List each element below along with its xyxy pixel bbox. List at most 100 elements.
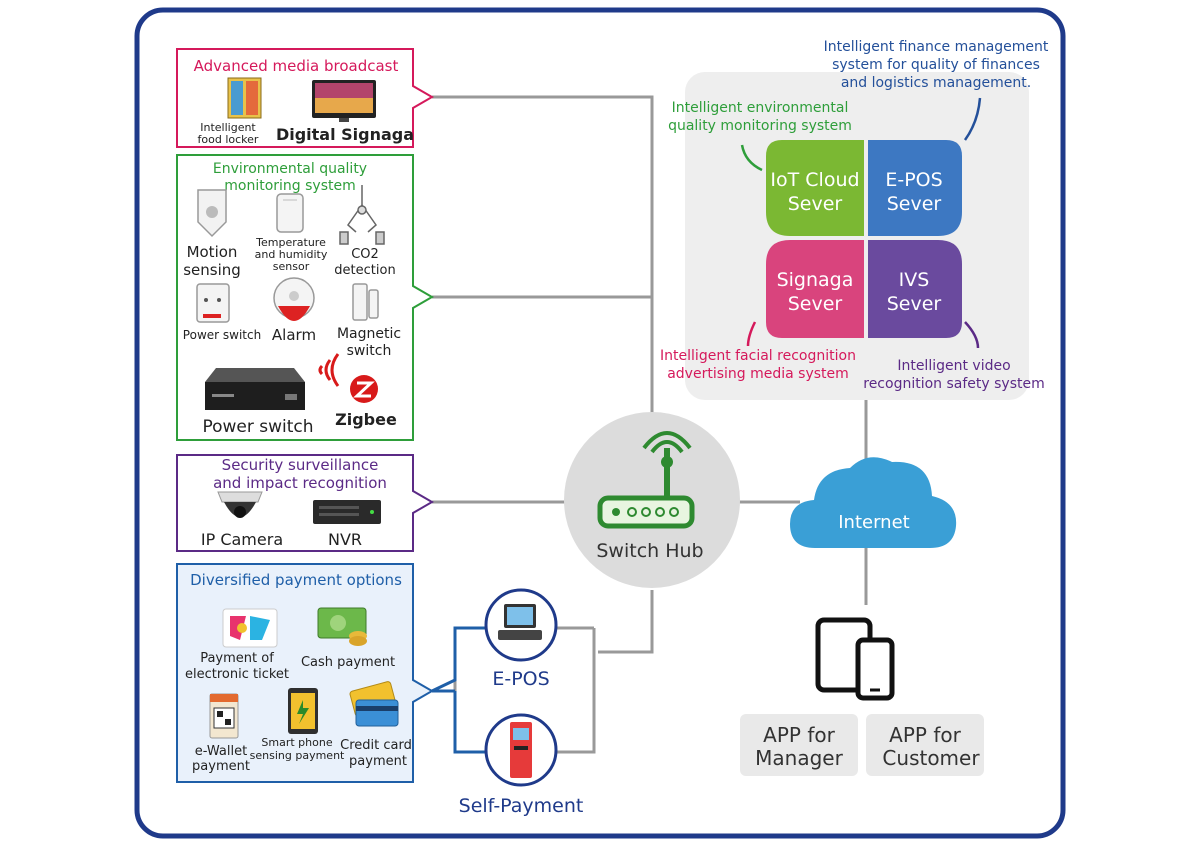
payment-title: Diversified payment options <box>190 571 402 589</box>
cash-label: Cash payment <box>301 655 395 670</box>
food-locker-icon <box>227 77 262 119</box>
food-locker-label-2: food locker <box>198 133 259 146</box>
env-system-text-1: Intelligent environmental <box>672 100 849 116</box>
cash-icon <box>317 607 367 646</box>
epos-server-label-2: Sever <box>887 193 942 215</box>
app-customer-label-2: Customer <box>882 746 980 770</box>
app-customer-label-1: APP for <box>889 723 961 747</box>
ewallet-label-1: e-Wallet <box>195 744 247 759</box>
env-title-1: Environmental quality <box>213 161 367 177</box>
ewallet-icon <box>209 693 239 739</box>
power-switch-big-label: Power switch <box>202 417 313 437</box>
switch-hub: Switch Hub <box>564 412 740 588</box>
finance-pointer <box>963 97 982 141</box>
motion-sensor-icon <box>197 189 227 238</box>
payment-connector <box>431 626 487 754</box>
epos-server: E-POS Sever <box>868 140 962 236</box>
finance-system-text-2: system for quality of finances <box>832 57 1040 73</box>
epos-terminal-label: E-POS <box>492 668 549 690</box>
temp-label-1: Temperature <box>255 236 326 249</box>
zigbee-label: Zigbee <box>335 410 397 429</box>
nvr-label: NVR <box>328 530 362 549</box>
eticket-label-1: Payment of <box>200 651 274 666</box>
facial-pointer <box>746 321 757 347</box>
credit-label-2: payment <box>349 754 407 769</box>
server-cluster: Intelligent finance management system fo… <box>660 39 1049 400</box>
signaga-server-label-2: Sever <box>788 293 843 315</box>
smartphone-payment-icon <box>288 688 318 734</box>
internet-cloud: Internet <box>790 457 957 548</box>
nvr-icon <box>313 500 381 524</box>
iot-server-label-1: IoT Cloud <box>770 169 859 191</box>
video-pointer <box>964 321 980 349</box>
ip-camera-label: IP Camera <box>201 530 283 549</box>
env-panel: Environmental quality monitoring system … <box>176 154 434 441</box>
payment-panel: Diversified payment options Payment of e… <box>176 563 434 783</box>
motion-label-1: Motion <box>187 243 238 261</box>
credit-card-icon <box>349 681 399 727</box>
temp-label-3: sensor <box>273 260 310 273</box>
smartphone-label-1: Smart phone <box>261 736 332 749</box>
ip-camera-icon <box>217 491 263 518</box>
app-manager-label-2: Manager <box>755 746 843 770</box>
router-icon <box>597 431 695 529</box>
eticket-icon <box>222 608 278 648</box>
magnetic-label-2: switch <box>347 343 392 359</box>
self-payment-label: Self-Payment <box>459 795 584 817</box>
iot-cloud-server: IoT Cloud Sever <box>766 140 864 236</box>
connector-lines <box>432 95 868 754</box>
iot-server-label-2: Sever <box>788 193 843 215</box>
security-title-2: and impact recognition <box>213 474 387 492</box>
finance-system-text-3: and logistics management. <box>841 75 1031 91</box>
app-customer-box: APP for Customer <box>866 714 984 776</box>
media-title: Advanced media broadcast <box>194 57 399 75</box>
alarm-icon <box>273 277 315 321</box>
signaga-server-label-1: Signaga <box>777 269 854 291</box>
power-switch-small-icon <box>196 283 230 323</box>
ivs-server-label-2: Sever <box>887 293 942 315</box>
facial-system-text-2: advertising media system <box>667 366 849 382</box>
env-pointer <box>740 144 763 172</box>
internet-label: Internet <box>838 512 909 533</box>
credit-label-1: Credit card <box>340 738 412 753</box>
video-system-text-2: recognition safety system <box>863 376 1045 392</box>
smartphone-label-2: sensing payment <box>250 749 345 762</box>
epos-server-label-1: E-POS <box>885 169 942 191</box>
alarm-label: Alarm <box>272 326 316 344</box>
switch-hub-label: Switch Hub <box>596 540 703 562</box>
app-manager-box: APP for Manager <box>740 714 858 776</box>
facial-system-text-1: Intelligent facial recognition <box>660 348 856 364</box>
eticket-label-2: electronic ticket <box>185 667 289 682</box>
video-system-text-1: Intelligent video <box>897 358 1010 374</box>
motion-label-2: sensing <box>183 261 241 279</box>
co2-sensor-icon <box>339 185 385 245</box>
magnetic-switch-icon <box>352 283 379 321</box>
ewallet-label-2: payment <box>192 759 250 774</box>
app-manager-label-1: APP for <box>763 723 835 747</box>
ivs-server-label-1: IVS <box>899 269 930 291</box>
media-panel: Advanced media broadcast Intelligent foo… <box>176 48 434 148</box>
devices-icon <box>815 617 895 701</box>
digital-signage-icon <box>312 80 376 122</box>
power-switch-small-label: Power switch <box>183 328 261 342</box>
zigbee-logo-icon <box>350 375 378 403</box>
food-locker-label-1: Intelligent <box>200 121 256 134</box>
self-payment-terminal: Self-Payment <box>459 713 584 817</box>
co2-label-2: detection <box>334 263 395 278</box>
co2-label-1: CO2 <box>351 247 379 262</box>
signaga-server: Signaga Sever <box>766 240 864 338</box>
digital-signage-label: Digital Signaga <box>276 125 414 144</box>
temp-sensor-icon <box>276 193 304 233</box>
wireless-signal-icon <box>318 353 340 387</box>
security-panel: Security surveillance and impact recogni… <box>176 454 434 552</box>
env-system-text-2: quality monitoring system <box>668 118 852 134</box>
magnetic-label-1: Magnetic <box>337 326 401 342</box>
security-title-1: Security surveillance <box>222 456 379 474</box>
env-title-2: monitoring system <box>224 178 356 194</box>
power-switch-box-icon <box>205 368 305 410</box>
finance-system-text-1: Intelligent finance management <box>824 39 1049 55</box>
epos-terminal: E-POS <box>484 588 558 690</box>
ivs-server: IVS Sever <box>868 240 962 338</box>
temp-label-2: and humidity <box>255 248 328 261</box>
